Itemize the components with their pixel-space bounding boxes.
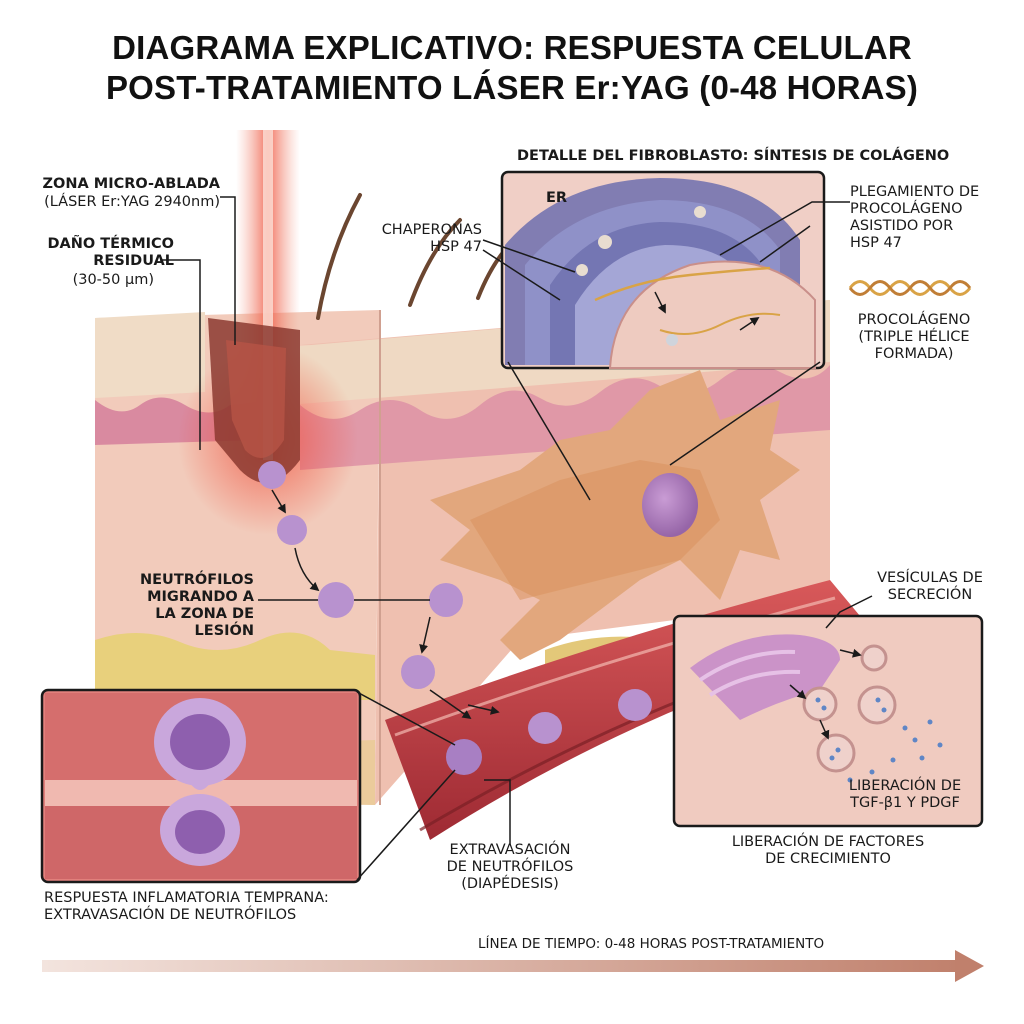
inflammation-inset xyxy=(40,688,362,884)
inflammation-connector-lines xyxy=(356,691,456,881)
label-secretion-vesicles: VESÍCULAS DE SECRECIÓN xyxy=(877,570,983,603)
label-procollagen: PROCOLÁGENO (TRIPLE HÉLICE FORMADA) xyxy=(857,312,971,362)
ablation-crater xyxy=(208,318,300,483)
leader-lines xyxy=(160,196,873,845)
inset-connector-lines xyxy=(507,361,821,501)
title-line-1: DIAGRAMA EXPLICATIVO: RESPUESTA CELULAR xyxy=(112,29,912,66)
migration-arrows xyxy=(271,489,500,720)
inset-arrows xyxy=(654,291,760,331)
title-line-2: POST-TRATAMIENTO LÁSER Er:YAG (0-48 HORA… xyxy=(105,69,919,106)
hair-strands xyxy=(316,193,522,320)
neutrophils xyxy=(258,461,482,775)
label-tgf-pdgf: LIBERACIÓN DE TGF-β1 Y PDGF xyxy=(848,778,962,811)
label-growth-factors: LIBERACIÓN DE FACTORES DE CRECIMIENTO xyxy=(731,834,925,867)
label-timeline: LÍNEA DE TIEMPO: 0-48 HORAS POST-TRATAMI… xyxy=(478,936,825,952)
growth-inset-arrows xyxy=(789,648,862,740)
label-fibroblast-header: DETALLE DEL FIBROBLASTO: SÍNTESIS DE COL… xyxy=(517,148,950,164)
label-early-inflammation: RESPUESTA INFLAMATORIA TEMPRANA: EXTRAVA… xyxy=(44,890,329,923)
label-micro-ablated-zone: ZONA MICRO-ABLADA xyxy=(42,176,220,192)
label-neutrophils-migrating: NEUTRÓFILOS MIGRANDO A LA ZONA DE LESIÓN xyxy=(140,572,254,639)
label-extravasation: EXTRAVASACIÓN DE NEUTRÓFILOS (DIAPÉDESIS… xyxy=(446,842,574,892)
label-procollagen-folding: PLEGAMIENTO DE PROCOLÁGENO ASISTIDO POR … xyxy=(850,184,980,251)
diagram-title: DIAGRAMA EXPLICATIVO: RESPUESTA CELULAR … xyxy=(0,28,1024,108)
label-chaperones: CHAPERONAS HSP 47 xyxy=(381,222,482,255)
procollagen-helix xyxy=(848,280,972,296)
growth-factor-inset xyxy=(672,614,984,828)
timeline-arrow xyxy=(42,950,984,982)
fibroblast-cell xyxy=(430,370,800,660)
label-micro-ablated-zone-sub: (LÁSER Er:YAG 2940nm) xyxy=(44,194,220,210)
label-er: ER xyxy=(546,190,568,206)
label-thermal-damage: DAÑO TÉRMICO RESIDUAL xyxy=(47,236,174,269)
label-thermal-damage-sub: (30-50 µm) xyxy=(72,272,154,288)
